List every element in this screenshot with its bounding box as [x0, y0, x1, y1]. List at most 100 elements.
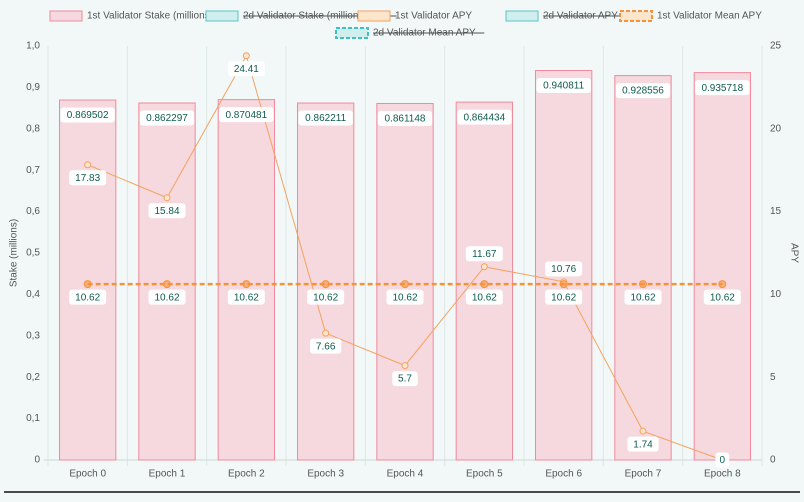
x-tick-label: Epoch 6 — [545, 469, 582, 480]
y-tick-label: 0,6 — [26, 206, 40, 217]
legend-swatch[interactable] — [505, 10, 539, 22]
x-tick-label: Epoch 8 — [704, 469, 741, 480]
y-tick-label: 0,5 — [26, 248, 40, 259]
apy-data-label: 17.83 — [75, 173, 100, 184]
apy-data-label-box — [627, 436, 659, 452]
apy-point[interactable] — [163, 194, 171, 202]
apy-data-label-box — [148, 203, 186, 219]
stake-data-label: 0.862297 — [146, 113, 188, 124]
apy-point[interactable] — [401, 362, 409, 370]
legend-swatch[interactable] — [205, 10, 239, 22]
stake-data-label: 0.869502 — [67, 110, 109, 121]
stake-data-label-box — [139, 110, 195, 126]
apy-data-label-box — [69, 170, 107, 186]
mean-apy-data-label: 10.62 — [75, 292, 100, 303]
x-tick-label: Epoch 3 — [307, 469, 344, 480]
y-axis-title: Stake (millions) — [9, 219, 20, 287]
apy-data-label-box — [310, 338, 342, 354]
mean-apy-data-label: 10.62 — [630, 292, 655, 303]
stake-data-label: 0.861148 — [385, 114, 426, 125]
mean-apy-data-label: 10.62 — [472, 292, 497, 303]
y2-tick-label: 15 — [770, 206, 782, 217]
apy-data-label: 10.76 — [551, 264, 576, 275]
x-tick-label: Epoch 4 — [387, 469, 424, 480]
mean-apy-data-label-box — [227, 289, 265, 305]
legend-swatch[interactable] — [49, 10, 83, 22]
stake-data-label-box — [615, 83, 671, 99]
apy-data-label-box — [715, 452, 730, 468]
legend-swatch[interactable] — [619, 10, 653, 22]
apy-data-label-box — [545, 261, 583, 277]
y-tick-label: 0,8 — [26, 123, 40, 134]
apy-point[interactable] — [322, 329, 330, 337]
apy-data-label-box — [392, 371, 418, 387]
x-tick-label: Epoch 2 — [228, 469, 265, 480]
mean-apy-point[interactable] — [242, 280, 251, 289]
legend-label: 1st Validator Mean APY — [657, 11, 762, 22]
mean-apy-data-label-box — [69, 289, 107, 305]
mean-apy-point[interactable] — [83, 280, 92, 289]
mean-apy-point[interactable] — [401, 280, 409, 289]
stake-data-label-box — [60, 107, 115, 123]
legend-swatch[interactable] — [357, 10, 391, 22]
mean-apy-data-label: 10.62 — [551, 292, 576, 303]
mean-apy-data-label-box — [307, 289, 345, 305]
stake-data-label-box — [695, 80, 750, 96]
y-tick-label: 0,4 — [26, 289, 40, 300]
mean-apy-data-label: 10.62 — [313, 292, 338, 303]
stake-data-label: 0.928556 — [622, 86, 664, 97]
legend-swatch[interactable] — [335, 27, 369, 39]
mean-apy-data-label: 10.62 — [710, 292, 735, 303]
stake-data-label-box — [219, 107, 274, 123]
mean-apy-data-label-box — [703, 289, 741, 305]
stake-data-label-box — [377, 110, 433, 126]
x-tick-label: Epoch 7 — [625, 469, 662, 480]
stake-data-label: 0.870481 — [225, 110, 267, 121]
mean-apy-point[interactable] — [163, 280, 171, 289]
mean-apy-point[interactable] — [321, 280, 330, 289]
apy-point[interactable] — [242, 52, 250, 60]
mean-apy-point[interactable] — [559, 280, 568, 289]
mean-apy-data-label-box — [386, 289, 424, 305]
apy-data-label-box — [465, 246, 503, 262]
legend-label: 1st Validator Stake (millions) — [87, 11, 213, 22]
y2-tick-label: 0 — [770, 455, 776, 466]
apy-data-label: 7.66 — [316, 341, 336, 352]
mean-apy-data-label-box — [148, 289, 186, 305]
mean-apy-point[interactable] — [480, 280, 489, 289]
apy-point[interactable] — [480, 263, 488, 271]
mean-apy-point[interactable] — [718, 280, 727, 289]
stake-data-label: 0.862211 — [305, 113, 346, 124]
mean-apy-point[interactable] — [639, 280, 647, 289]
apy-data-label: 11.67 — [472, 249, 497, 260]
y-tick-label: 0,3 — [26, 330, 40, 341]
mean-apy-data-label-box — [545, 289, 583, 305]
apy-data-label: 0 — [720, 455, 726, 466]
apy-data-label: 24.41 — [234, 64, 259, 75]
y-tick-label: 0,9 — [26, 82, 40, 93]
apy-data-label: 1.74 — [633, 439, 653, 450]
apy-data-label: 15.84 — [154, 206, 179, 217]
stake-data-label: 0.864434 — [463, 112, 505, 123]
mean-apy-data-label: 10.62 — [234, 292, 259, 303]
stake-bar[interactable] — [614, 75, 672, 461]
stake-bar[interactable] — [217, 99, 275, 461]
y2-axis-title: APY — [788, 243, 799, 263]
mean-apy-data-label: 10.62 — [392, 292, 417, 303]
legend-label: 1st Validator APY — [395, 11, 472, 22]
y2-tick-label: 20 — [770, 123, 782, 134]
bottom-rule — [4, 491, 800, 493]
stake-bar[interactable] — [693, 72, 751, 461]
apy-point[interactable] — [639, 427, 647, 435]
stake-data-label: 0.940811 — [543, 81, 584, 92]
x-tick-label: Epoch 0 — [69, 469, 106, 480]
y-tick-label: 0,2 — [26, 372, 40, 383]
stake-data-label-box — [298, 110, 353, 126]
x-tick-label: Epoch 1 — [149, 469, 186, 480]
apy-point[interactable] — [84, 161, 92, 169]
stake-data-label: 0.935718 — [701, 83, 743, 94]
stake-data-label-box — [457, 109, 512, 125]
y-tick-label: 0 — [34, 455, 40, 466]
stake-bar[interactable] — [59, 99, 117, 461]
